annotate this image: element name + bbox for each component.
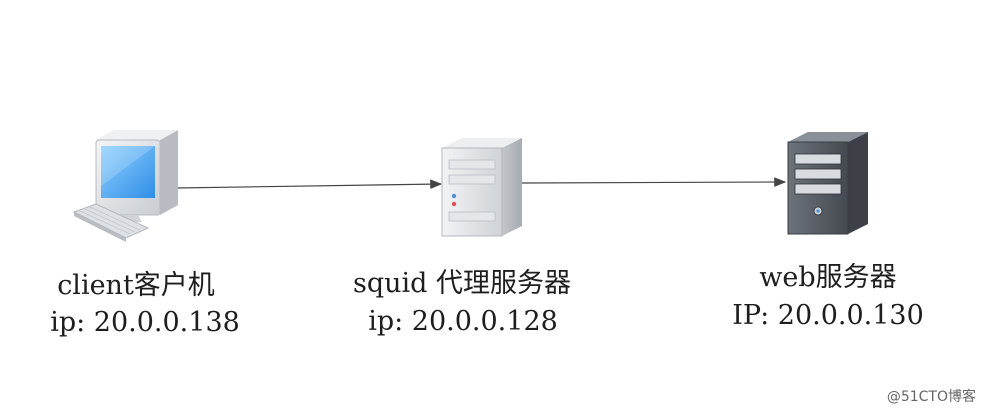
edge-client-to-proxy [175,179,443,189]
server-tower-dark-icon [787,132,868,235]
watermark: @51CTO博客 [886,389,976,405]
proxy-ip-label: ip: 20.0.0.128 [368,306,558,337]
server-tower-light-icon [441,138,522,237]
web-name-label: web服务器 [759,262,897,293]
web-ip-label: IP: 20.0.0.130 [732,300,924,331]
client-name-label: client客户机 [57,270,215,301]
client-ip-label: ip: 20.0.0.138 [50,307,240,338]
desktop-computer-icon [72,130,178,242]
edge-proxy-to-web [521,177,787,187]
proxy-name-label: squid 代理服务器 [352,268,572,299]
